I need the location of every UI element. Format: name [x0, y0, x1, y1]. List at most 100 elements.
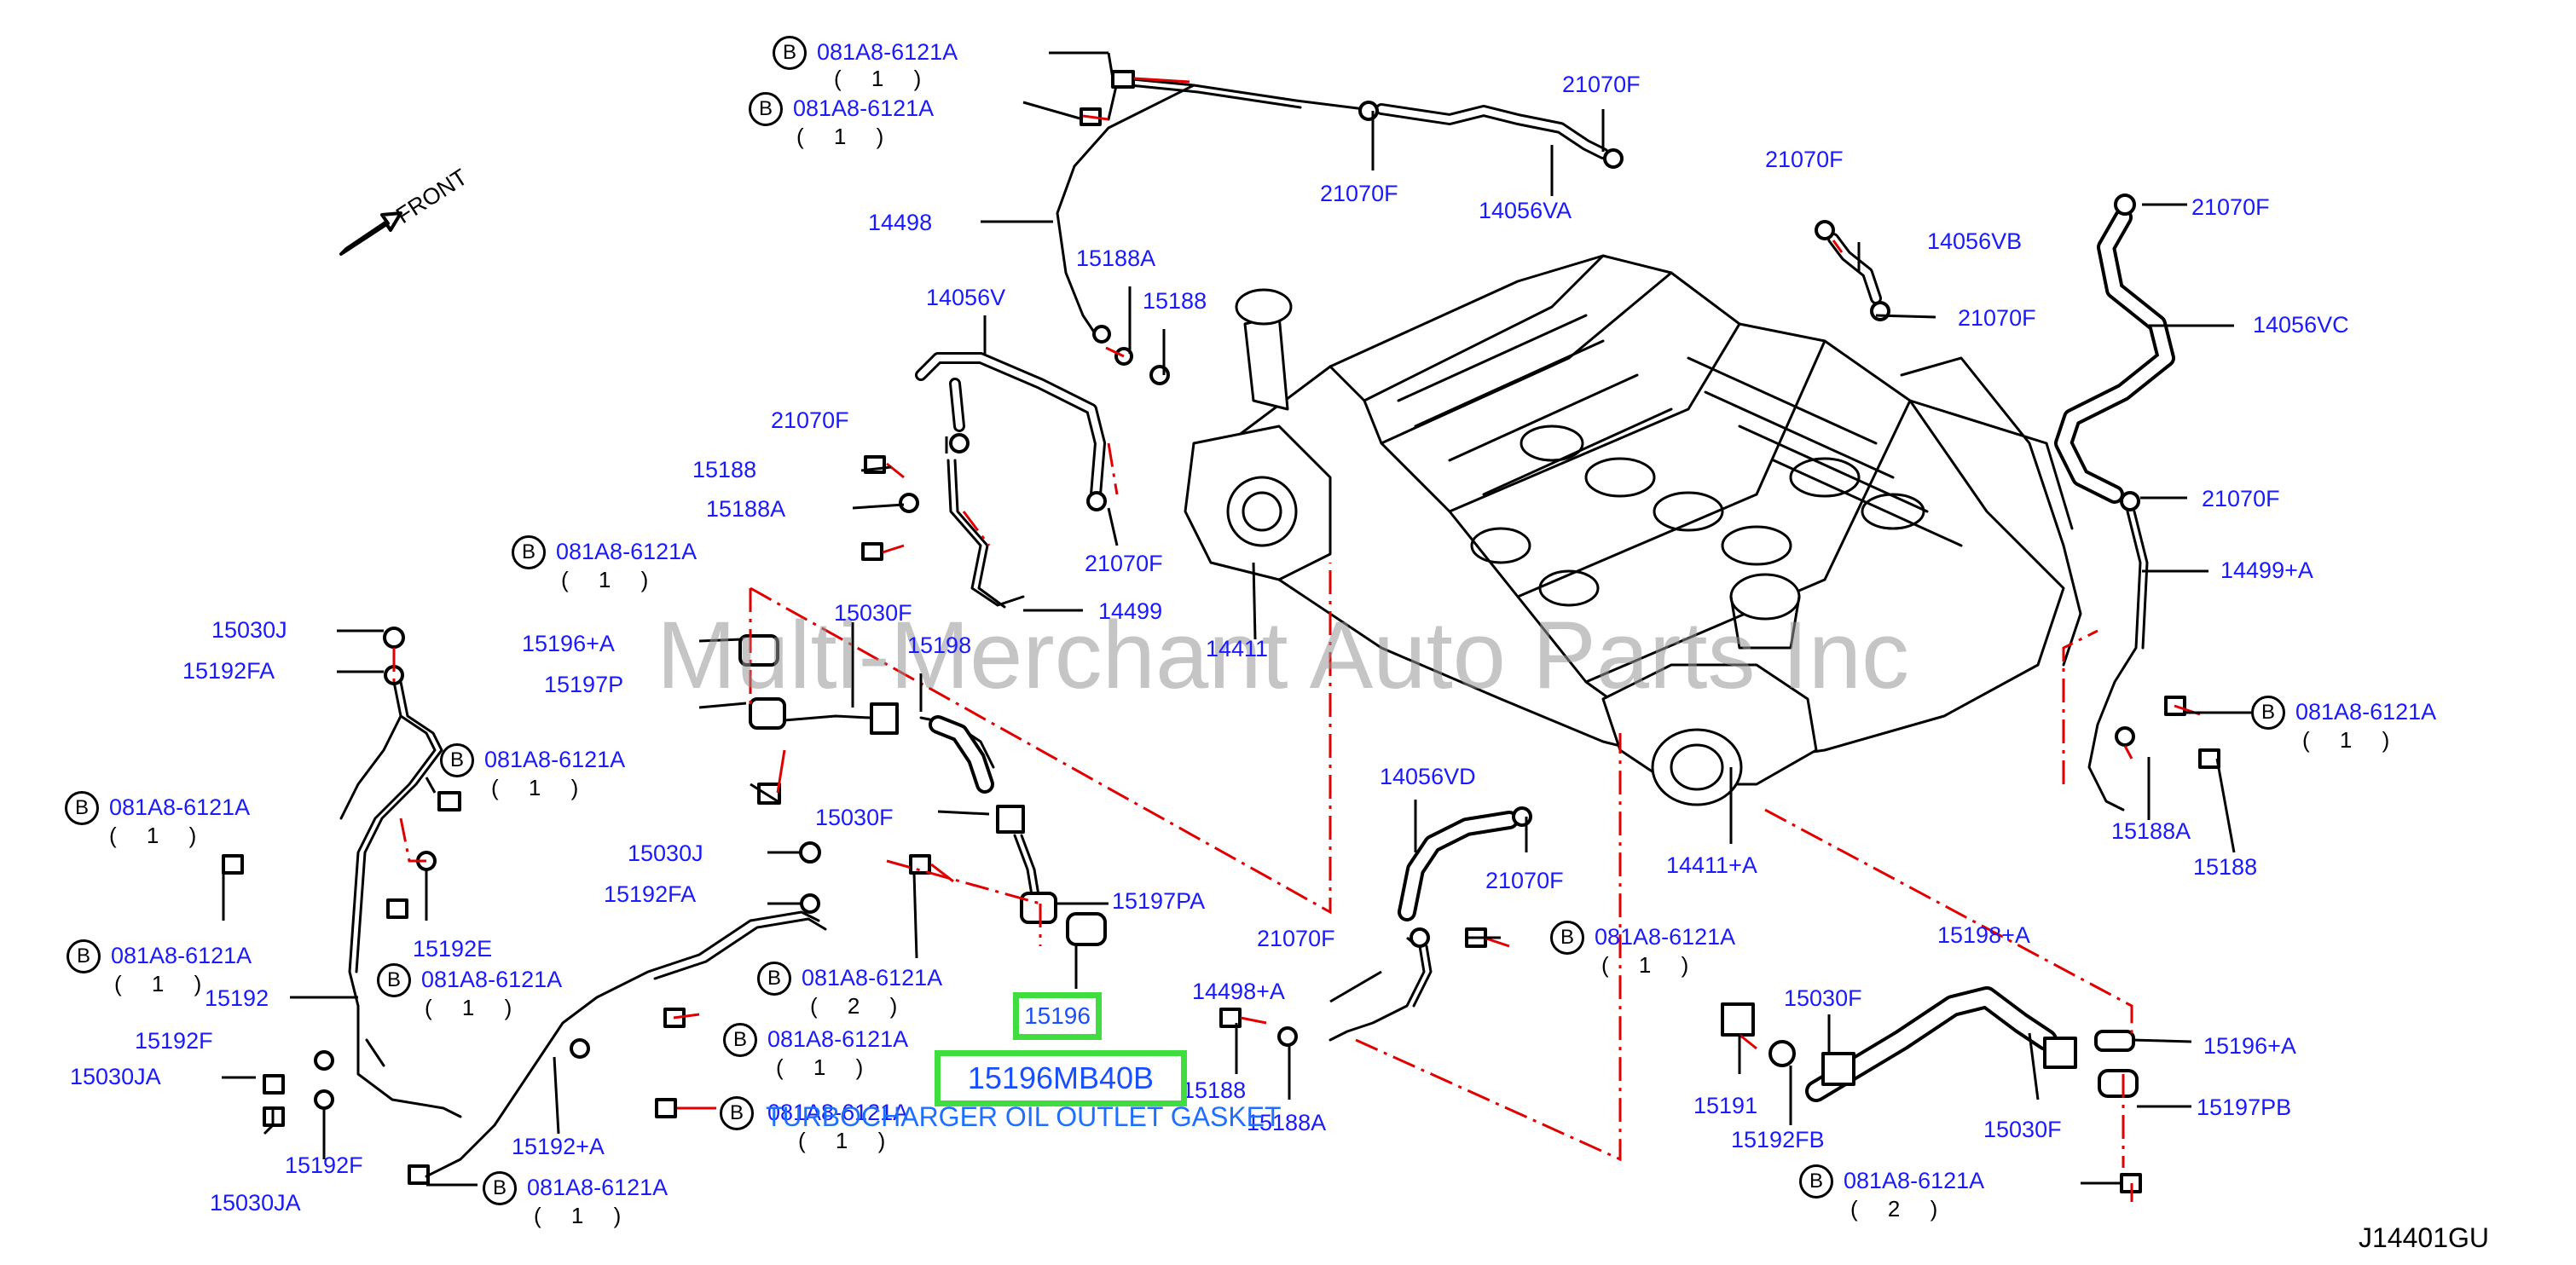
oil-pipe-15192	[339, 680, 462, 1118]
part-label[interactable]: 15030F	[834, 600, 912, 626]
part-label[interactable]: 21070F	[1485, 868, 1564, 893]
part-label[interactable]: 15030JA	[70, 1064, 161, 1089]
bolt-qty: ( 1 )	[109, 823, 209, 848]
part-label[interactable]: 15188	[1143, 288, 1207, 314]
part-label[interactable]: 14056VD	[1380, 764, 1476, 789]
part-label[interactable]: 15192FA	[182, 658, 275, 684]
part-label[interactable]: 21070F	[1562, 72, 1641, 97]
part-label[interactable]: 14411+A	[1666, 852, 1757, 878]
bolt-code: 081A8-6121A	[527, 1175, 669, 1200]
part-label[interactable]: 21070F	[1085, 551, 1163, 576]
part-label[interactable]: 14499	[1098, 598, 1163, 624]
part-label[interactable]: 14499+A	[2220, 557, 2313, 583]
part-label[interactable]: 15198	[907, 632, 972, 658]
part-label[interactable]: 15197PA	[1112, 888, 1206, 914]
part-label[interactable]: 14498	[868, 210, 933, 235]
bolt-symbol-icon: B	[67, 939, 101, 973]
bolt-code: 081A8-6121A	[109, 794, 251, 820]
bolt-code: 081A8-6121A	[1844, 1168, 1985, 1193]
bolt-qty: ( 1 )	[2302, 727, 2402, 753]
part-label[interactable]: 15196+A	[522, 631, 615, 656]
bolt-qty: ( 1 )	[534, 1203, 634, 1228]
oil-pipe-14499	[946, 459, 1025, 607]
part-label[interactable]: 15030F	[815, 805, 894, 830]
part-label[interactable]: 21070F	[1320, 181, 1398, 206]
selected-part-description: TURBOCHARGER OIL OUTLET GASKET	[766, 1101, 1282, 1132]
part-label[interactable]: 15030J	[211, 617, 287, 643]
bolt-code: 081A8-6121A	[767, 1100, 909, 1125]
bolt-qty: ( 1 )	[425, 995, 524, 1020]
bolt-code: 081A8-6121A	[2295, 699, 2437, 725]
bolt-code: 081A8-6121A	[421, 967, 563, 992]
part-label[interactable]: 14411	[1206, 636, 1269, 661]
part-label[interactable]: 15192E	[413, 936, 493, 962]
bolt-symbol-icon: B	[723, 1023, 757, 1057]
bolt-symbol-icon: B	[1799, 1164, 1833, 1199]
part-label[interactable]: 15188	[1182, 1077, 1247, 1103]
bolt-qty: ( 1 )	[114, 971, 214, 996]
part-label[interactable]: 21070F	[1958, 305, 2036, 331]
part-label[interactable]: 21070F	[771, 407, 849, 433]
part-label[interactable]: 15188	[2193, 854, 2258, 880]
bolt-qty: ( 1 )	[834, 66, 934, 91]
part-label[interactable]: 21070F	[2191, 194, 2270, 220]
part-label[interactable]: 15030JA	[210, 1190, 301, 1216]
engine-block	[1184, 254, 2082, 806]
part-label[interactable]: 15192FA	[604, 881, 697, 907]
part-label[interactable]: 15030F	[1784, 985, 1862, 1011]
part-label[interactable]: 15192+A	[512, 1134, 605, 1159]
bolt-qty: ( 1 )	[776, 1054, 876, 1080]
part-label[interactable]: 21070F	[1257, 926, 1335, 951]
part-label[interactable]: 15188A	[1247, 1110, 1327, 1135]
oil-pipe-14498A	[1329, 944, 1433, 1042]
bolt-code: 081A8-6121A	[1595, 924, 1736, 950]
bolt-symbol-icon: B	[749, 92, 783, 126]
bolt-symbol-icon: B	[720, 1096, 754, 1130]
diagram-code: J14401GU	[2359, 1222, 2489, 1253]
bolt-symbol-icon: B	[773, 36, 807, 70]
bolt-symbol-icon: B	[65, 791, 99, 825]
part-label[interactable]: 21070F	[1765, 147, 1844, 172]
part-label[interactable]: 21070F	[2202, 486, 2280, 511]
part-label[interactable]: 15197P	[544, 672, 624, 697]
bolt-qty: ( 1 )	[1601, 952, 1701, 978]
part-label[interactable]: 15196+A	[2203, 1033, 2296, 1059]
part-label[interactable]: 15030J	[628, 840, 703, 866]
part-label[interactable]: 15192F	[135, 1028, 213, 1054]
part-label[interactable]: 15192F	[285, 1152, 363, 1178]
bolt-code: 081A8-6121A	[111, 943, 252, 968]
part-label[interactable]: 14056VC	[2253, 312, 2349, 338]
part-label[interactable]: 15030F	[1983, 1117, 2062, 1142]
bolt-symbol-icon: B	[757, 962, 791, 996]
oil-pipe-14499A	[2087, 510, 2149, 812]
part-label[interactable]: 15192	[205, 985, 269, 1011]
part-label[interactable]: 15191	[1693, 1093, 1758, 1118]
bolt-code: 081A8-6121A	[817, 39, 958, 65]
bolt-symbol-icon: B	[1550, 921, 1584, 955]
selected-part-code[interactable]: 15196MB40B	[935, 1050, 1187, 1106]
part-label[interactable]: 15188A	[706, 496, 786, 522]
oil-pipe-15192A	[425, 910, 827, 1178]
watermark: Multi-Merchant Auto Parts Inc	[657, 602, 1910, 708]
part-label[interactable]: 15192FB	[1731, 1127, 1825, 1152]
part-label[interactable]: 15188	[692, 457, 757, 482]
bolt-code: 081A8-6121A	[767, 1026, 909, 1052]
part-label[interactable]: 14498+A	[1192, 979, 1285, 1004]
bolt-qty: ( 1 )	[491, 775, 591, 800]
part-label[interactable]: 14056VB	[1927, 228, 2023, 254]
selected-part-number[interactable]: 15196	[1013, 992, 1102, 1040]
part-label[interactable]: 15188A	[2111, 818, 2191, 844]
hose-14056VC	[2054, 208, 2175, 504]
part-label[interactable]: 15198+A	[1937, 922, 2030, 948]
part-label[interactable]: 15197PB	[2197, 1095, 2292, 1120]
part-label[interactable]: 15188A	[1076, 245, 1156, 271]
part-label[interactable]: 14056VA	[1479, 198, 1572, 223]
front-arrow-icon	[339, 211, 402, 256]
part-label[interactable]: 14056V	[926, 285, 1006, 310]
bolt-qty: ( 2 )	[1850, 1196, 1950, 1222]
bolt-symbol-icon: B	[377, 963, 411, 997]
bolt-code: 081A8-6121A	[556, 539, 698, 564]
bolt-symbol-icon: B	[2251, 696, 2285, 730]
